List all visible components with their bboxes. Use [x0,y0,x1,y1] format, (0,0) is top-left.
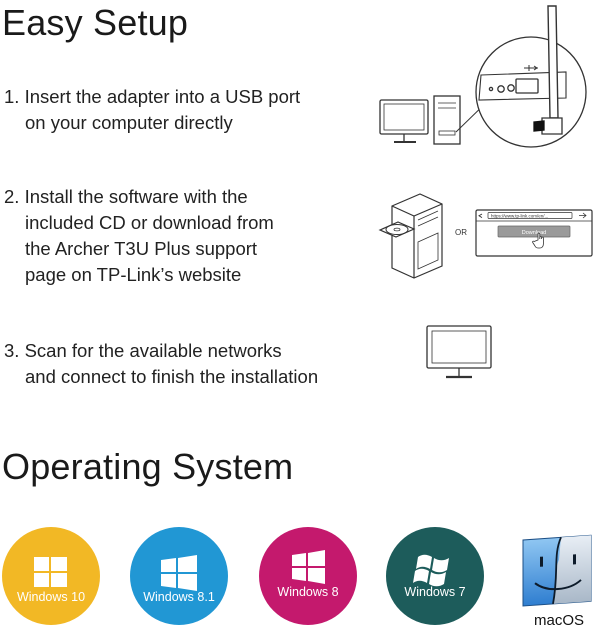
step-2-line-1: 2. Install the software with the [4,186,248,207]
windows-logo-icon [34,557,67,587]
step-3: 3. Scan for the available networks and c… [4,338,318,390]
download-button-label: Download [522,230,546,236]
step-1: 1. Insert the adapter into a USB port on… [4,84,300,136]
step-3-line-1: 3. Scan for the available networks [4,340,282,361]
usb-adapter-illustration [376,0,600,150]
os-windows-10-badge: Windows 10 [2,527,100,625]
easy-setup-title: Easy Setup [2,2,189,43]
step-1-line-1: 1. Insert the adapter into a USB port [4,86,301,107]
os-label: Windows 8 [277,585,339,599]
step-3-line-2: and connect to finish the installation [25,366,319,387]
step-2-line-3: the Archer T3U Plus support [25,238,258,259]
os-windows-8-1-badge: Windows 8.1 [130,527,228,625]
windows-flag-icon [413,554,449,587]
windows-logo-icon [161,555,197,591]
step-2-line-4: page on TP-Link’s website [25,264,242,285]
os-windows-8-badge: Windows 8 [259,527,357,625]
step-2: 2. Install the software with the include… [4,184,274,288]
step-2-line-2: included CD or download from [25,212,274,233]
os-label: macOS [533,612,584,629]
os-windows-7-badge: Windows 7 [386,527,484,625]
monitor-illustration [424,322,494,384]
step-1-line-2: on your computer directly [25,112,233,133]
os-label: Windows 7 [404,585,466,599]
os-label: Windows 10 [16,590,86,604]
install-software-illustration: OR https://www.tp-link.com/en/... Downlo… [376,190,600,280]
operating-system-title: Operating System [2,446,294,487]
finder-face-icon [522,534,592,607]
windows-logo-icon [292,550,325,584]
browser-url: https://www.tp-link.com/en/... [491,214,548,219]
or-label: OR [455,228,467,237]
os-label: Windows 8.1 [143,590,215,604]
os-macos-badge: macOS [519,526,599,632]
